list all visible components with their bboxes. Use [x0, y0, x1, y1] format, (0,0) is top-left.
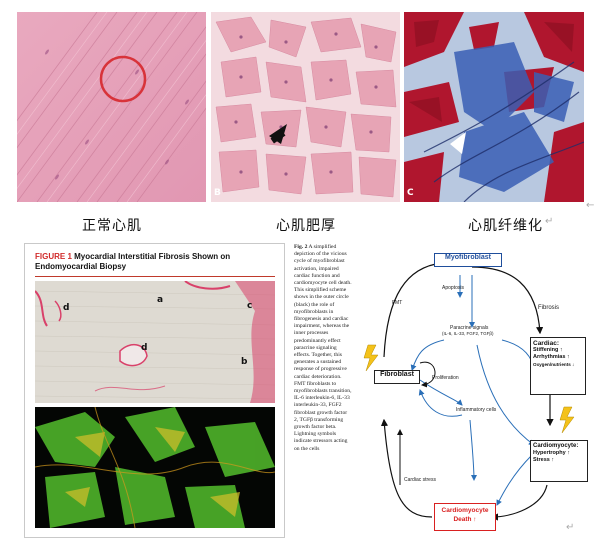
fig2-caption-label: Fig. 2 — [294, 244, 308, 250]
histology-label-d1: d — [63, 303, 70, 313]
lightning-icon-right — [559, 406, 575, 434]
caption-fibrosis: 心肌纤维化 — [468, 218, 543, 234]
vicious-cycle-diagram: Myofibroblast Fibroblast Cardiac: Stiffe… — [362, 245, 588, 535]
inflammatory-label: Inflammatory cells — [456, 407, 497, 413]
paragraph-mark-icon: ↵ — [545, 216, 554, 227]
apoptosis-label: Apoptosis — [442, 285, 464, 291]
panel-letter-c: C — [407, 188, 414, 198]
death-line2: Death ↑ — [453, 516, 477, 523]
cardiac-node: Cardiac: Stiffening ↑ Arrhythmias ↑ Oxyg… — [530, 337, 586, 395]
biopsy-histology-image: a c d d b — [35, 281, 275, 403]
histology-label-c: c — [247, 301, 253, 311]
myofibroblast-node: Myofibroblast — [434, 253, 502, 267]
cardiomyocyte-item-hypertrophy: Hypertrophy ↑ — [533, 450, 570, 456]
cardiac-item-oxygen: Oxygen/nutrients ↓ — [533, 362, 575, 367]
death-line1: Cardiomyocyte — [441, 507, 489, 514]
fig2-caption: Fig. 2 A simplified depiction of the vic… — [294, 244, 352, 479]
proliferation-label: Proliferation — [432, 375, 459, 381]
fmt-label: FMT — [392, 300, 403, 306]
paracrine-label: Paracrine signals — [450, 325, 489, 331]
cardiac-title: Cardiac: — [533, 340, 560, 347]
bottom-paragraph-mark-icon: ↵ — [566, 522, 575, 533]
fibrosis-trichrome-image: C — [404, 12, 584, 202]
caption-normal-myocardium: 正常心肌 — [82, 218, 142, 234]
histology-label-b: b — [241, 357, 248, 367]
figure1-title-rule — [35, 276, 275, 277]
cardiomyocyte-node: Cardiomyocyte: Hypertrophy ↑ Stress ↑ — [530, 440, 588, 482]
normal-myocardium-image — [17, 12, 206, 202]
histology-label-d2: d — [141, 343, 148, 353]
figure1-panel: FIGURE 1 Myocardial Interstitial Fibrosi… — [24, 243, 285, 538]
figure1-label: FIGURE 1 — [35, 252, 72, 261]
left-arrow-mark-icon: ← — [586, 200, 595, 211]
figure1-title-block: FIGURE 1 Myocardial Interstitial Fibrosi… — [35, 252, 275, 272]
histology-label-a: a — [157, 295, 164, 305]
fibrosis-label: Fibrosis — [538, 305, 560, 311]
cardiac-item-stiffening: Stiffening ↑ — [533, 347, 563, 353]
lightning-icon-left — [363, 344, 379, 372]
fluorescence-image — [35, 407, 275, 528]
cardiac-stress-label: Cardiac stress — [404, 477, 436, 483]
cardiomyocyte-death-node: Cardiomyocyte Death ↑ — [434, 503, 496, 531]
fibroblast-node: Fibroblast — [374, 370, 420, 384]
cardiomyocyte-title: Cardiomyocyte: — [533, 443, 579, 449]
cardiac-item-arrhythmias: Arrhythmias ↑ — [533, 354, 570, 360]
paracrine-list-label: (IL-6, IL-33, FGF2, TGFβ) — [442, 331, 494, 336]
hypertrophy-image: B — [211, 12, 400, 202]
panel-letter-b: B — [214, 188, 221, 198]
caption-hypertrophy: 心肌肥厚 — [276, 218, 336, 234]
fig2-caption-text: A simplified depiction of the vicious cy… — [294, 244, 352, 452]
cardiomyocyte-item-stress: Stress ↑ — [533, 457, 555, 463]
figure1-title: Myocardial Interstitial Fibrosis Shown o… — [35, 252, 231, 271]
